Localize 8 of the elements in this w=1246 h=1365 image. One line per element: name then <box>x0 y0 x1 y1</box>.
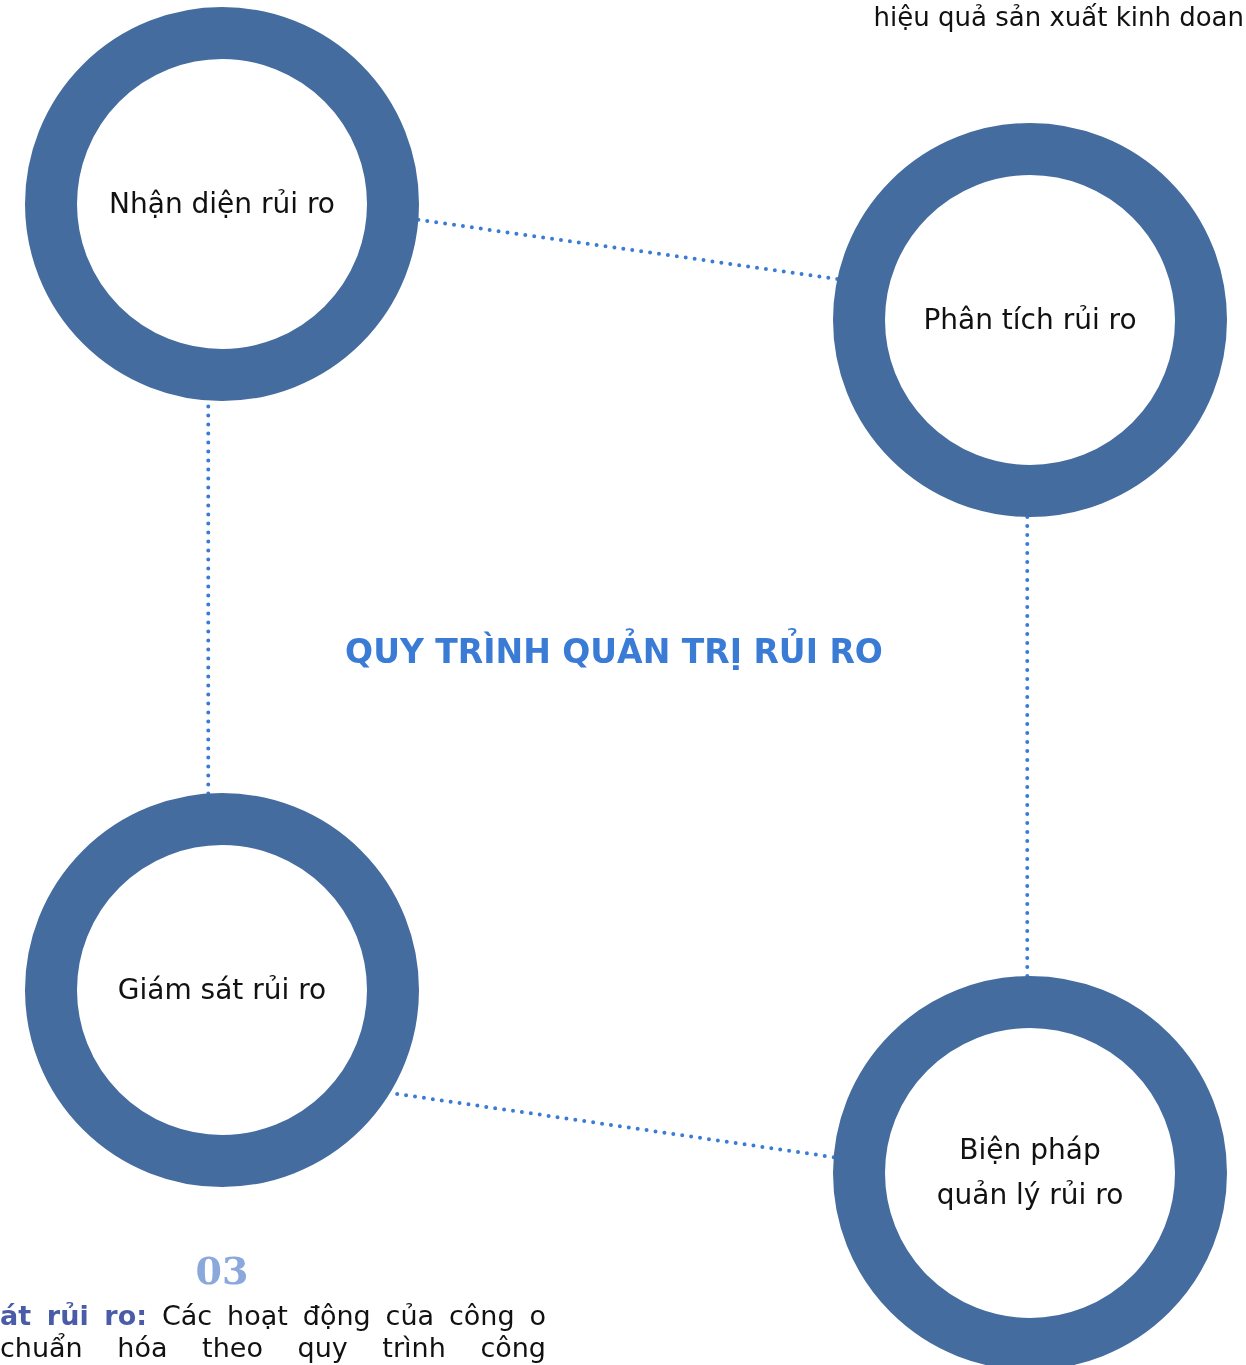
step-label: Nhận diện rủi ro <box>108 185 336 222</box>
step-label: Biện pháp quản lý rủi ro <box>935 1132 1125 1213</box>
step-label: Phân tích rủi ro <box>922 301 1138 338</box>
description-paragraph: át rủi ro: Các hoạt động của công o chuẩn hóa theo quy trình công <box>0 1300 546 1364</box>
step-number: 03 <box>194 1248 250 1293</box>
dotted-connector <box>1025 515 1030 978</box>
cut-off-text: hiệu quả sản xuất kinh doan <box>873 2 1244 32</box>
step-label: Giám sát rủi ro <box>116 971 328 1008</box>
